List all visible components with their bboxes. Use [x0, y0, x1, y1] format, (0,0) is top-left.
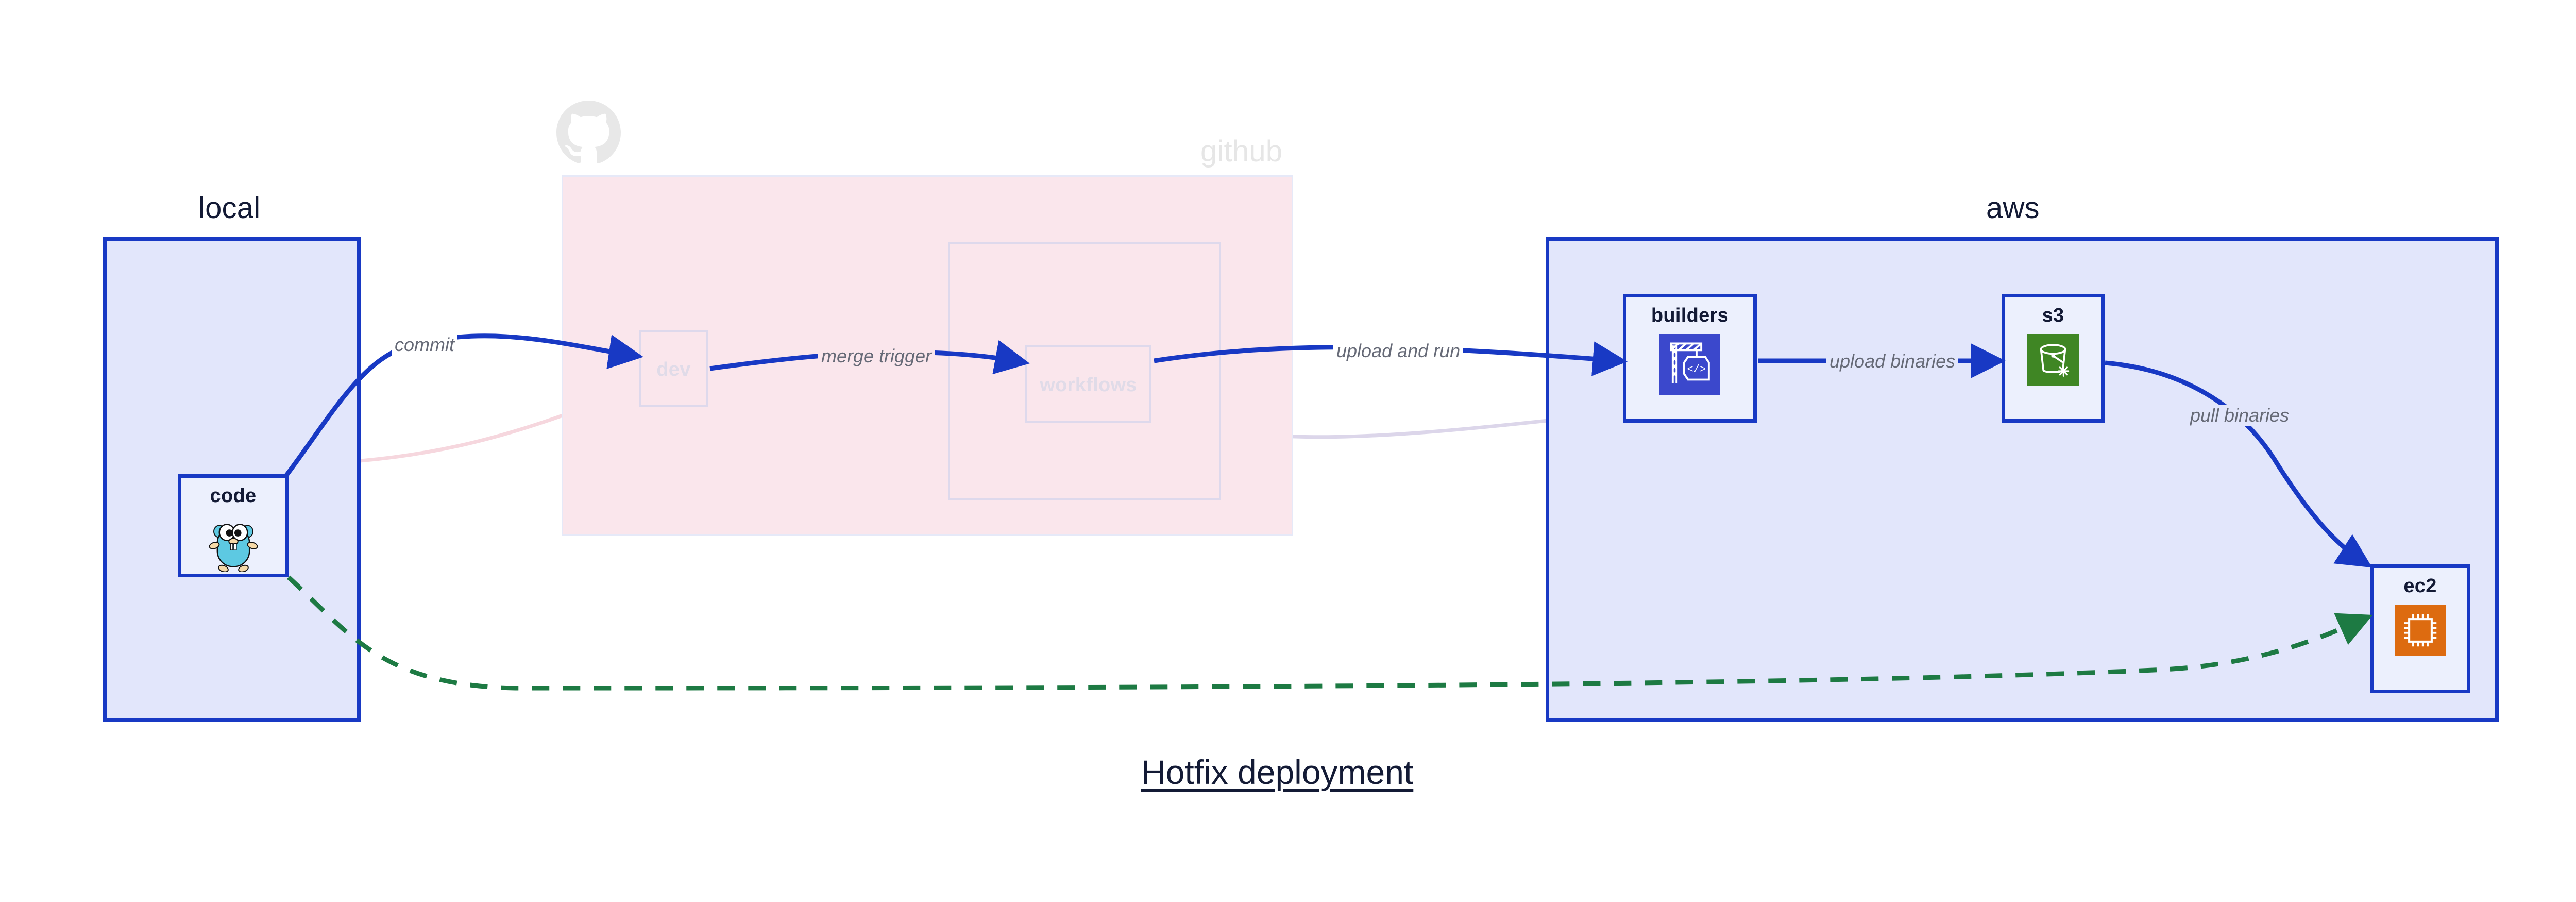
- node-builders-label: builders: [1651, 305, 1729, 326]
- go-gopher-icon: [208, 514, 259, 573]
- node-workflows-label: workflows: [1040, 374, 1137, 396]
- aws-codebuild-icon: </>: [1659, 334, 1720, 395]
- aws-ec2-cpu-icon: [2394, 605, 2446, 656]
- svg-text:</>: </>: [1687, 364, 1706, 376]
- node-s3-label: s3: [2042, 305, 2064, 326]
- cluster-github-title: github: [1200, 135, 1283, 168]
- node-ec2-label: ec2: [2403, 575, 2437, 597]
- edge-label-merge-trigger: merge trigger: [818, 345, 935, 367]
- node-ec2[interactable]: ec2: [2370, 564, 2470, 693]
- cluster-local-title: local: [198, 191, 261, 225]
- node-dev-label: dev: [656, 359, 691, 380]
- aws-s3-bucket-icon: [2027, 334, 2079, 386]
- node-code[interactable]: code: [178, 474, 289, 577]
- node-workflows[interactable]: workflows: [1025, 345, 1151, 423]
- edge-label-commit: commit: [392, 334, 457, 356]
- node-s3[interactable]: s3: [2002, 294, 2105, 423]
- cluster-master: [948, 242, 1221, 500]
- node-code-label: code: [210, 485, 257, 507]
- diagram-title: Hotfix deployment: [1141, 753, 1414, 791]
- edge-label-pull-binaries: pull binaries: [2187, 405, 2293, 426]
- cluster-aws-title: aws: [1986, 191, 2040, 225]
- edge-label-upload-and-run: upload and run: [1333, 340, 1464, 362]
- edge-label-upload-binaries: upload binaries: [1826, 350, 1959, 372]
- node-dev[interactable]: dev: [639, 330, 708, 407]
- github-octocat-icon: [556, 101, 621, 165]
- node-builders[interactable]: builders </>: [1623, 294, 1757, 423]
